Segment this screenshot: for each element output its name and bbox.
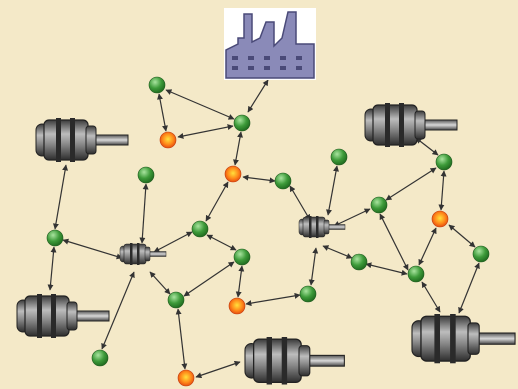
motor-icon <box>244 337 345 385</box>
green-node-g11 <box>299 285 317 303</box>
motor-icon <box>35 118 129 162</box>
nodes <box>46 76 490 387</box>
factory-window <box>296 56 302 60</box>
edge-34 <box>195 360 241 379</box>
green-node-g17 <box>472 245 490 263</box>
orange-node-o4 <box>177 369 195 387</box>
motor-icon <box>364 103 458 147</box>
green-node-g6 <box>46 229 64 247</box>
orange-node-o2 <box>224 165 242 183</box>
edge-11 <box>206 234 237 251</box>
factory-window <box>248 66 254 70</box>
factory-window <box>280 56 286 60</box>
green-node-g10 <box>91 349 109 367</box>
edge-23 <box>333 208 371 227</box>
green-node-g7 <box>233 248 251 266</box>
edge-3 <box>157 93 168 132</box>
edge-32 <box>421 281 441 313</box>
edge-12 <box>235 265 245 298</box>
green-node-g16 <box>407 265 425 283</box>
edge-1 <box>247 79 269 113</box>
factory-window <box>232 66 238 70</box>
edge-10 <box>153 231 193 253</box>
edge-21 <box>308 247 319 286</box>
edge-30 <box>365 262 408 276</box>
edge-22 <box>326 165 339 216</box>
motor-icon <box>411 314 516 364</box>
edge-5 <box>233 131 243 166</box>
factory-window <box>280 66 286 70</box>
edge-29 <box>379 213 409 271</box>
green-node-g5 <box>137 166 155 184</box>
factory-icon <box>225 11 315 79</box>
edge-20 <box>245 292 301 307</box>
edge-24 <box>385 167 437 201</box>
factory-window <box>264 66 270 70</box>
edge-16 <box>47 246 57 291</box>
green-node-g15 <box>350 253 368 271</box>
edge-27 <box>418 227 437 266</box>
orange-node-o5 <box>431 210 449 228</box>
edges <box>47 79 480 379</box>
edge-18 <box>101 271 135 350</box>
motor-icon <box>16 294 110 338</box>
edge-14 <box>62 238 123 260</box>
factory <box>224 8 316 80</box>
edge-9 <box>139 183 149 244</box>
green-node-g8 <box>167 291 185 309</box>
edge-28 <box>448 224 476 248</box>
motor-icon <box>298 216 346 238</box>
green-node-g1 <box>148 76 166 94</box>
edge-7 <box>205 181 229 222</box>
factory-window <box>296 66 302 70</box>
green-node-g13 <box>370 196 388 214</box>
factory-window <box>264 56 270 60</box>
green-node-g3 <box>274 172 292 190</box>
edge-26 <box>438 170 447 211</box>
orange-node-o1 <box>159 131 177 149</box>
green-node-g12 <box>330 148 348 166</box>
edge-8 <box>289 185 311 221</box>
edge-6 <box>242 174 276 184</box>
edge-31 <box>322 245 353 259</box>
orange-node-o3 <box>228 297 246 315</box>
edge-13 <box>149 271 171 295</box>
factory-window <box>232 56 238 60</box>
edge-17 <box>175 308 188 370</box>
edge-25 <box>415 137 439 156</box>
edge-2 <box>165 89 235 120</box>
motor-icon <box>119 243 167 265</box>
factory-window <box>248 56 254 60</box>
edge-19 <box>183 261 235 297</box>
edge-15 <box>52 164 69 230</box>
edge-33 <box>458 262 480 314</box>
green-node-g2 <box>233 114 251 132</box>
green-node-g14 <box>435 153 453 171</box>
edge-4 <box>177 124 234 139</box>
green-node-g4 <box>191 220 209 238</box>
motors <box>16 103 516 385</box>
